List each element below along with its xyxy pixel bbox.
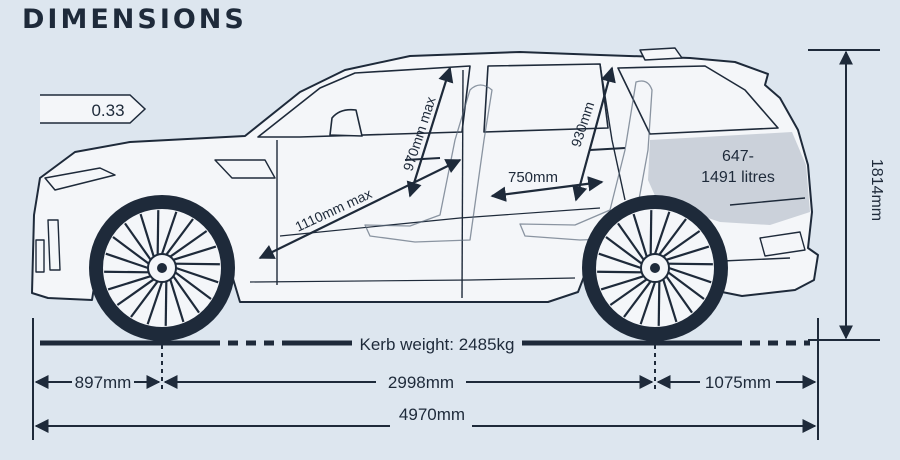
- boot-capacity-line1: 647-: [722, 148, 754, 165]
- front-wheel: [89, 195, 235, 341]
- side-mirror: [329, 108, 363, 137]
- wheelbase-label: 2998mm: [388, 373, 454, 392]
- drag-coefficient-tag: 0.33: [40, 94, 147, 124]
- interior-dimension-arrows: [258, 66, 616, 259]
- rear-wheel: [582, 195, 728, 341]
- drag-coefficient-value: 0.33: [91, 101, 124, 120]
- page-title: DIMENSIONS: [22, 4, 247, 35]
- quarter-window: [617, 65, 779, 135]
- boot-capacity-line2: 1491 litres: [701, 169, 775, 186]
- kerb-weight-label: Kerb weight: 2485kg: [360, 335, 515, 354]
- rear-overhang-label: 1075mm: [705, 373, 771, 392]
- front-overhang-label: 897mm: [75, 373, 132, 392]
- height-dimension: [808, 49, 880, 341]
- height-label: 1814mm: [868, 159, 885, 221]
- length-label: 4970mm: [399, 405, 465, 424]
- rear-legroom-label: 750mm: [508, 169, 558, 186]
